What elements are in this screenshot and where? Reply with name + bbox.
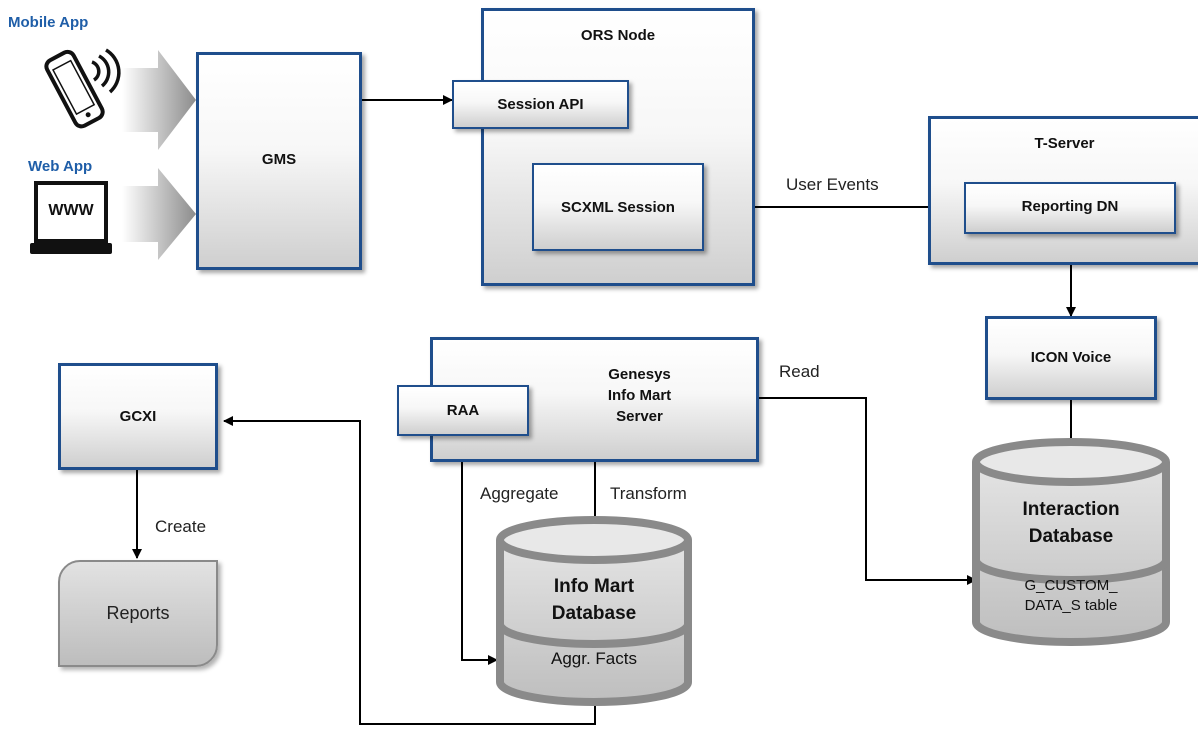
aggregate-arrow [461,435,498,665]
reporting-dn-label: Reporting DN [1021,198,1119,215]
user-events-label: User Events [786,175,879,194]
web-app-label: Web App [28,158,93,175]
reporting-dn-box: Reporting DN [964,182,1176,234]
wireless-signal-icon [91,48,121,94]
icon-voice-box: ICON Voice [985,316,1157,400]
aggr-facts-label: Aggr. Facts [551,649,637,668]
transform-label: Transform [610,484,687,503]
create-label: Create [155,517,207,536]
interaction-database-label: Interaction Database [976,496,1166,550]
info-mart-server-line2: Info Mart [607,387,672,404]
reports-label: Reports [106,603,170,623]
info-mart-database-label: Info Mart Database [500,573,688,627]
info-mart-server-line3: Server [616,408,663,425]
session-api-label: Session API [497,96,584,113]
icon-voice-label: ICON Voice [1030,349,1112,366]
gcxi-box: GCXI [58,363,218,470]
info-mart-to-gcxi-arrow [223,416,596,725]
t-server-label: T-Server [1034,135,1095,152]
info-mart-db-line1: Info Mart [553,576,635,597]
session-api-box: Session API [452,80,629,129]
scxml-session-box: SCXML Session [532,163,704,251]
web-to-gms-arrow [122,168,196,260]
info-mart-db-line2: Database [551,603,637,624]
interaction-database-cylinder [972,438,1170,646]
gms-label: GMS [261,151,297,168]
raa-box: RAA [397,385,529,436]
custom-data-table-line2: DATA_S table [1024,597,1118,614]
reports-shape: Reports [58,560,218,667]
ors-node-box: ORS Node [481,8,755,286]
aggregate-label: Aggregate [480,484,559,503]
read-connector [759,397,977,585]
interaction-db-line2: Database [1028,526,1114,547]
scxml-session-label: SCXML Session [561,199,675,216]
www-text: WWW [48,202,94,219]
info-mart-server-label: Genesys Info Mart Server [523,364,756,427]
custom-data-table-label: G_CUSTOM_ DATA_S table [976,576,1166,616]
mobile-app-label: Mobile App [8,14,89,31]
mobile-phone-icon [44,49,105,129]
gms-box: GMS [196,52,362,270]
info-mart-database-cylinder [496,516,692,706]
ors-node-label: ORS Node [580,27,656,44]
laptop-icon [30,181,112,254]
mobile-to-gms-arrow [122,50,196,150]
custom-data-table-line1: G_CUSTOM_ [1024,577,1118,594]
interaction-db-line1: Interaction [1022,499,1120,520]
read-label: Read [779,362,820,381]
info-mart-server-line1: Genesys [608,366,671,383]
raa-label: RAA [446,402,480,419]
gcxi-label: GCXI [119,408,157,425]
